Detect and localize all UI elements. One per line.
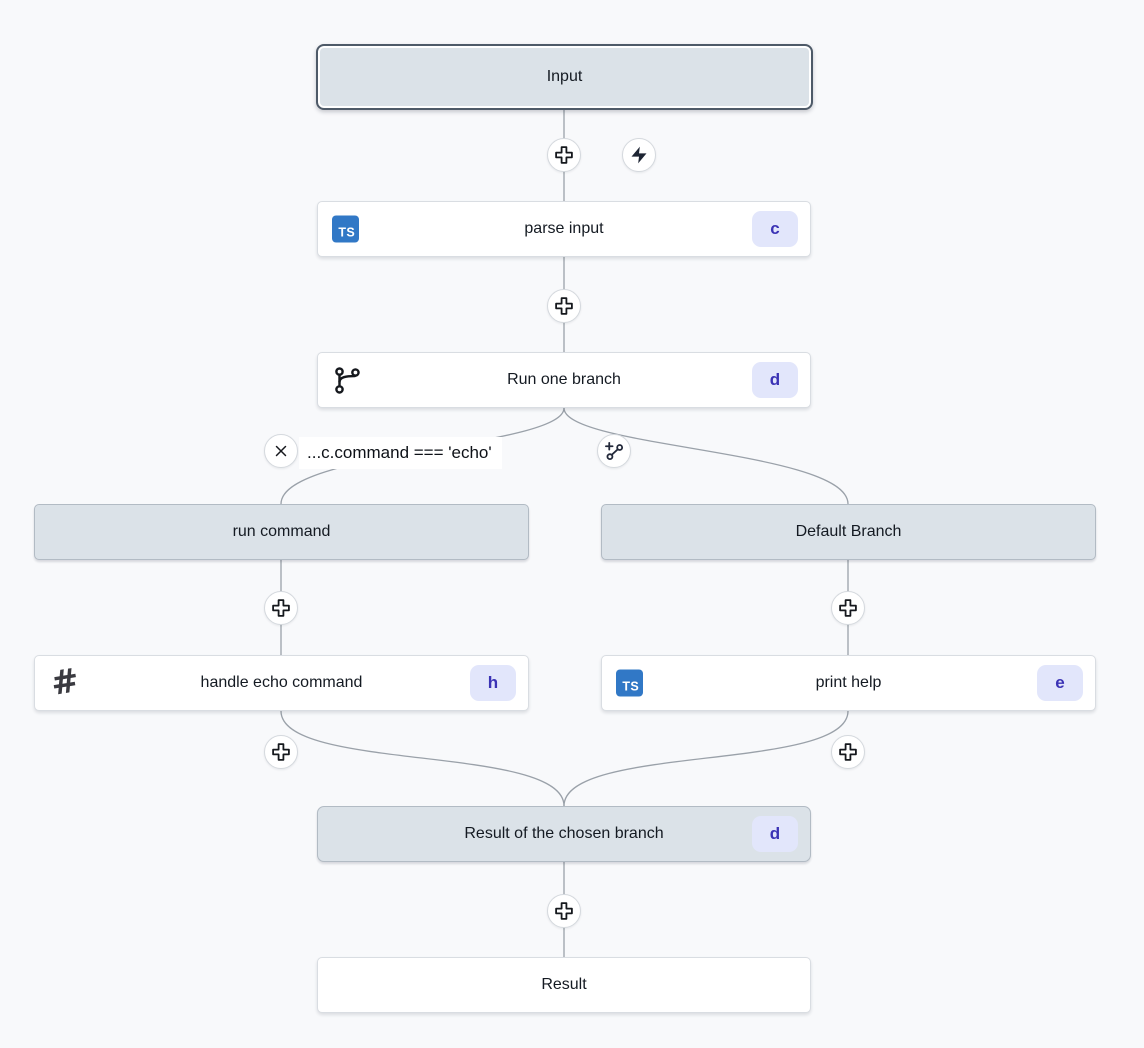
- trigger-button[interactable]: [622, 138, 656, 172]
- node-handle-echo-command[interactable]: # handle echo command h: [34, 655, 529, 711]
- plus-icon: [555, 297, 573, 315]
- node-run-one-branch[interactable]: Run one branch d: [317, 352, 811, 408]
- node-result-of-chosen-branch[interactable]: Result of the chosen branch d: [317, 806, 811, 862]
- remove-branch-button[interactable]: [264, 434, 298, 468]
- add-branch-icon: [604, 441, 623, 460]
- step-id-badge: d: [752, 362, 798, 398]
- node-handle-echo-command-label: handle echo command: [200, 674, 363, 691]
- step-id-badge: e: [1037, 665, 1083, 701]
- branch-header-run-command[interactable]: run command: [34, 504, 529, 560]
- add-step-button[interactable]: [547, 894, 581, 928]
- add-step-button[interactable]: [831, 591, 865, 625]
- node-result[interactable]: Result: [317, 957, 811, 1013]
- node-print-help[interactable]: TS print help e: [601, 655, 1096, 711]
- typescript-icon: TS: [616, 669, 643, 697]
- add-step-button[interactable]: [264, 735, 298, 769]
- close-icon: [275, 445, 287, 457]
- plus-icon: [839, 599, 857, 617]
- node-input[interactable]: Input: [316, 44, 813, 110]
- plus-icon: [839, 743, 857, 761]
- branch-header-label: run command: [232, 523, 331, 540]
- step-id-badge: c: [752, 211, 798, 247]
- step-id-badge: d: [752, 816, 798, 852]
- plus-icon: [555, 146, 573, 164]
- add-step-button[interactable]: [831, 735, 865, 769]
- node-input-label: Input: [546, 68, 583, 85]
- branch-header-default[interactable]: Default Branch: [601, 504, 1096, 560]
- typescript-icon: TS: [332, 215, 359, 243]
- branch-condition-label: ...c.command === 'echo': [299, 437, 502, 469]
- branch-header-label: Default Branch: [795, 523, 902, 540]
- lightning-icon: [631, 146, 647, 164]
- node-print-help-label: print help: [815, 674, 882, 691]
- plus-icon: [272, 743, 290, 761]
- node-parse-input[interactable]: TS parse input c: [317, 201, 811, 257]
- add-step-button[interactable]: [547, 138, 581, 172]
- git-branch-icon: [332, 365, 362, 395]
- node-result-of-chosen-branch-label: Result of the chosen branch: [464, 825, 664, 842]
- hash-icon: #: [48, 660, 82, 703]
- add-step-button[interactable]: [264, 591, 298, 625]
- step-id-badge: h: [470, 665, 516, 701]
- node-parse-input-label: parse input: [524, 220, 604, 237]
- plus-icon: [272, 599, 290, 617]
- node-run-one-branch-label: Run one branch: [507, 371, 621, 388]
- add-branch-button[interactable]: [597, 434, 631, 468]
- node-result-label: Result: [541, 976, 587, 993]
- plus-icon: [555, 902, 573, 920]
- add-step-button[interactable]: [547, 289, 581, 323]
